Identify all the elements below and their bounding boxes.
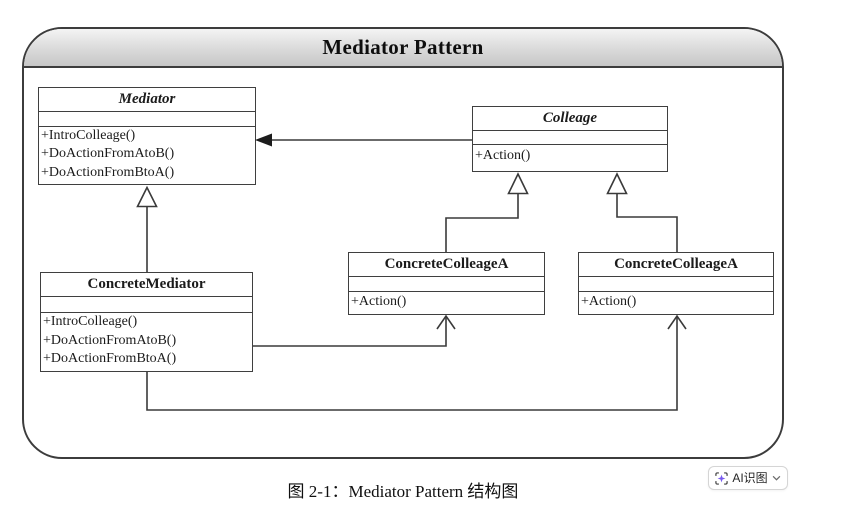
class-box-concrete-colleage-a-2: ConcreteColleageA +Action() <box>578 252 774 315</box>
panel-header: Mediator Pattern <box>24 29 782 68</box>
class-box-concrete-colleage-a-1: ConcreteColleageA +Action() <box>348 252 545 315</box>
methods-compartment: +IntroColleage() +DoActionFromAtoB() +Do… <box>41 313 252 369</box>
attributes-compartment <box>349 277 544 292</box>
panel-title: Mediator Pattern <box>322 35 484 59</box>
method-item: +DoActionFromAtoB() <box>41 146 175 162</box>
attributes-compartment <box>41 297 252 313</box>
chevron-down-icon <box>772 475 781 481</box>
method-item: +IntroColleage() <box>43 314 138 329</box>
attributes-compartment <box>579 277 773 292</box>
methods-compartment: +Action() <box>349 292 544 311</box>
method-item: +Action() <box>581 294 637 309</box>
ai-recognize-button[interactable]: AI识图 <box>708 466 788 490</box>
method-item: +IntroColleage() <box>41 128 136 143</box>
class-name: ConcreteColleageA <box>579 253 773 277</box>
methods-compartment: +IntroColleage() +DoActionFromAtoB() +Do… <box>39 127 255 182</box>
class-name: ConcreteColleageA <box>349 253 544 277</box>
class-box-colleage: Colleage +Action() <box>472 106 668 172</box>
class-name: Mediator <box>39 88 255 112</box>
method-item: +DoActionFromAtoB() <box>43 332 177 348</box>
ai-scan-icon <box>715 471 729 485</box>
figure-caption: 图 2-1：Mediator Pattern 结构图 <box>287 482 519 501</box>
method-item: +Action() <box>351 294 407 309</box>
class-box-mediator: Mediator +IntroColleage() +DoActionFromA… <box>38 87 256 185</box>
class-box-concrete-mediator: ConcreteMediator +IntroColleage() +DoAct… <box>40 272 253 372</box>
class-name: Colleage <box>473 107 667 131</box>
class-name: ConcreteMediator <box>41 273 252 297</box>
method-item: +DoActionFromBtoA() <box>43 351 177 367</box>
method-item: +Action() <box>475 148 531 163</box>
methods-compartment: +Action() <box>473 145 667 167</box>
method-item: +DoActionFromBtoA() <box>41 164 175 180</box>
attributes-compartment <box>473 131 667 145</box>
ai-button-label: AI识图 <box>732 471 768 485</box>
attributes-compartment <box>39 112 255 127</box>
methods-compartment: +Action() <box>579 292 773 311</box>
